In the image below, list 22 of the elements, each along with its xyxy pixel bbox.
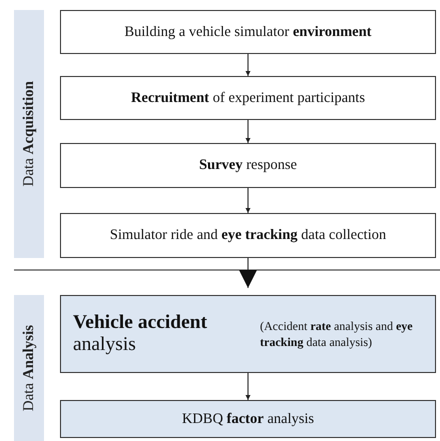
process-box bbox=[60, 213, 436, 258]
step-label: KDBQ factor analysis bbox=[182, 410, 314, 428]
arrow bbox=[246, 188, 250, 214]
process-box bbox=[60, 295, 436, 373]
process-box bbox=[60, 10, 436, 54]
process-box bbox=[60, 76, 436, 120]
arrow bbox=[239, 258, 257, 288]
process-box bbox=[60, 143, 436, 188]
step-title: Vehicle accident analysis bbox=[73, 312, 208, 356]
section-band bbox=[14, 295, 44, 441]
step-label: Simulator ride and eye tracking data collection bbox=[110, 227, 386, 244]
arrow bbox=[246, 120, 250, 144]
step-label: Building a vehicle simulator environment bbox=[124, 24, 372, 40]
process-box bbox=[60, 400, 436, 438]
step-label: Recruitment of experiment participants bbox=[131, 90, 365, 106]
section-band bbox=[14, 10, 44, 258]
step-note: (Accident rate analysis and eye tracking data analysis) bbox=[260, 318, 414, 350]
step-label: Survey response bbox=[199, 157, 297, 174]
arrow bbox=[246, 372, 250, 400]
arrow bbox=[246, 54, 250, 76]
section-label: Data Analysis bbox=[20, 324, 38, 412]
section-label: Data Acquisition bbox=[20, 81, 38, 187]
